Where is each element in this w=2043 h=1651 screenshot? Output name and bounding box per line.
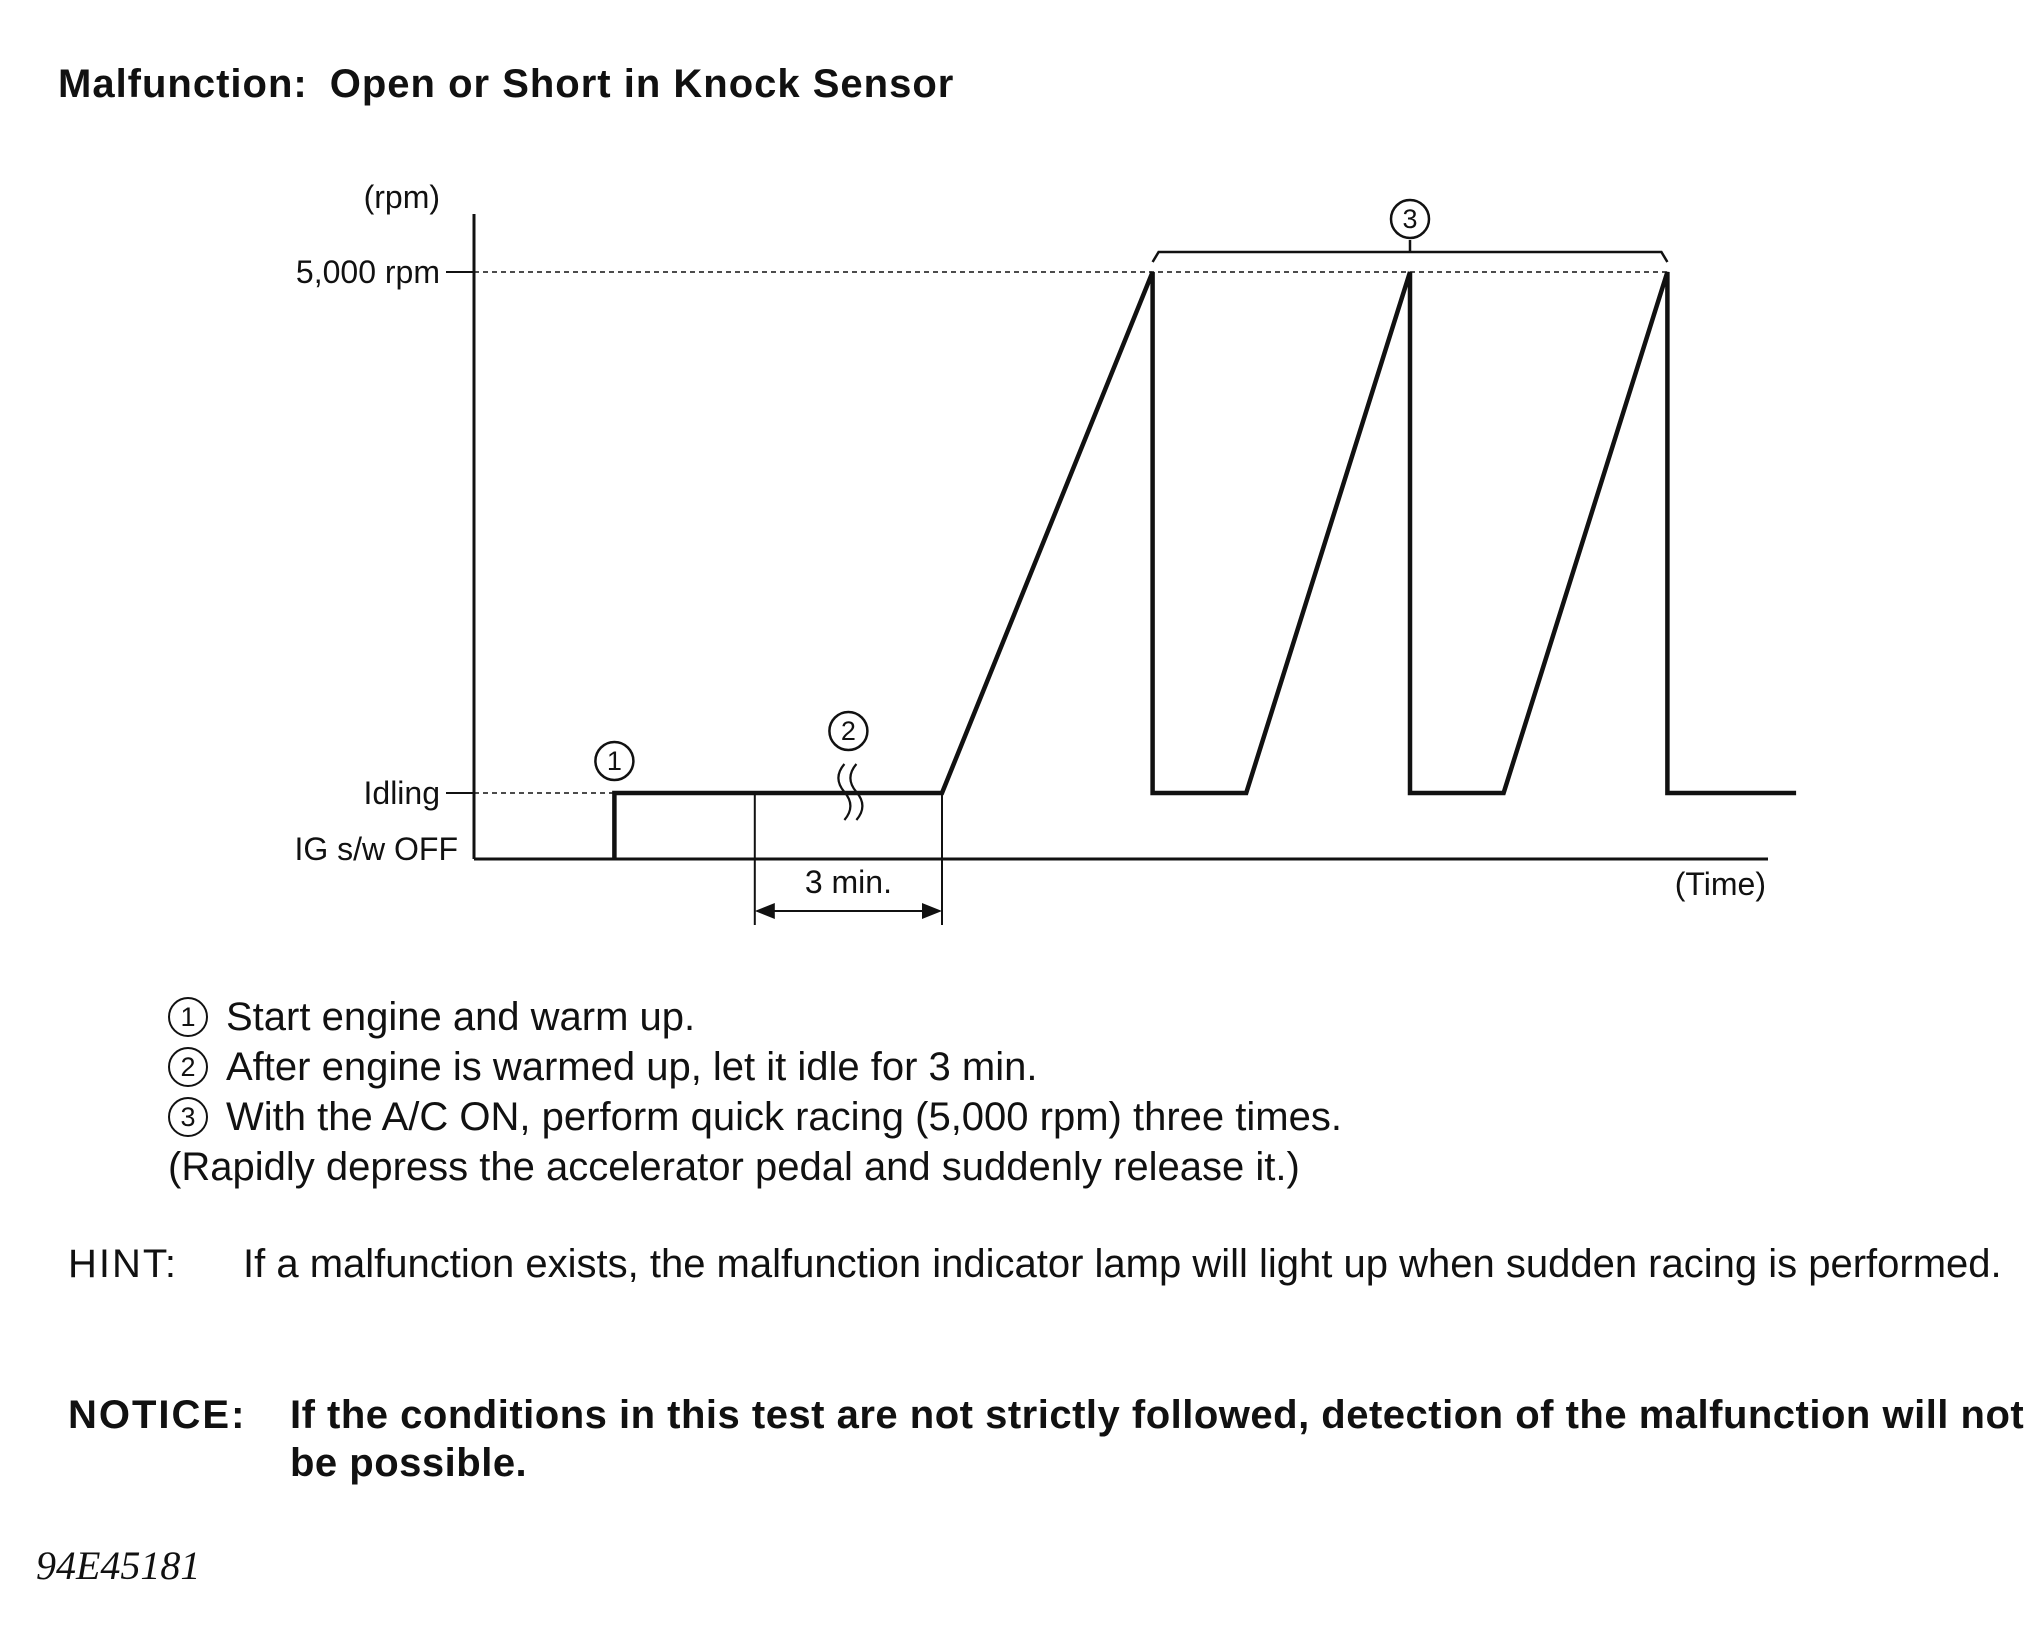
step-3-note: (Rapidly depress the accelerator pedal a… (168, 1145, 1300, 1189)
step-marker-1: 1 (594, 740, 635, 782)
interval-arrow-left (754, 903, 775, 919)
figure-id: 94E45181 (36, 1543, 201, 1588)
interval-arrow-right (922, 903, 942, 919)
step-text-2: After engine is warmed up, let it idle f… (226, 1045, 1038, 1089)
procedure-step-3: 3 With the A/C ON, perform quick racing … (168, 1092, 1342, 1142)
y-unit-label: (rpm) (364, 179, 440, 215)
procedure-step-1: 1 Start engine and warm up. (168, 992, 1342, 1042)
reference-lines (474, 271, 1668, 794)
step-marker-label-1: 1 (607, 746, 622, 776)
time-break-right (849, 763, 864, 821)
step-marker-3: 3 (1389, 198, 1431, 240)
step-text-1: Start engine and warm up. (226, 995, 696, 1039)
chart-annotations: 3 min. 1 2 3 (594, 198, 1669, 925)
notice-label: NOTICE: (68, 1393, 247, 1437)
step-number-3: 3 (168, 1097, 208, 1137)
step-marker-ring-2 (828, 710, 869, 752)
time-break-left (837, 763, 852, 821)
interval-label: 3 min. (805, 864, 892, 900)
step-marker-2: 2 (828, 710, 869, 752)
step-number-1: 1 (168, 997, 208, 1037)
malfunction-title: Open or Short in Knock Sensor (329, 62, 955, 106)
hint-label: HINT: (68, 1242, 178, 1286)
y-tick-label-0: 5,000 rpm (296, 254, 440, 290)
step-number-2: 2 (168, 1047, 208, 1087)
malfunction-label: Malfunction: (58, 62, 308, 106)
notice-text: If the conditions in this test are not s… (290, 1393, 2025, 1485)
procedure-steps: 1 Start engine and warm up. 2 After engi… (168, 992, 1342, 1192)
step-marker-label-2: 2 (841, 716, 856, 746)
x-axis-label: (Time) (1675, 866, 1766, 902)
step-text-3: With the A/C ON, perform quick racing (5… (226, 1095, 1342, 1139)
step-marker-ring-3 (1389, 198, 1431, 240)
step-marker-ring-1 (594, 740, 635, 782)
rpm-trace (612, 271, 1797, 859)
page-title: Malfunction: Open or Short in Knock Senso… (58, 62, 954, 107)
procedure-step-2: 2 After engine is warmed up, let it idle… (168, 1042, 1342, 1092)
rpm-trace-line (612, 271, 1797, 859)
y-tick-label-1: Idling (364, 775, 441, 811)
hint-text: If a malfunction exists, the malfunction… (243, 1242, 2002, 1286)
step-marker-label-3: 3 (1402, 204, 1417, 234)
y-tick-label-2: IG s/w OFF (294, 831, 458, 867)
racing-bracket (1151, 250, 1669, 263)
